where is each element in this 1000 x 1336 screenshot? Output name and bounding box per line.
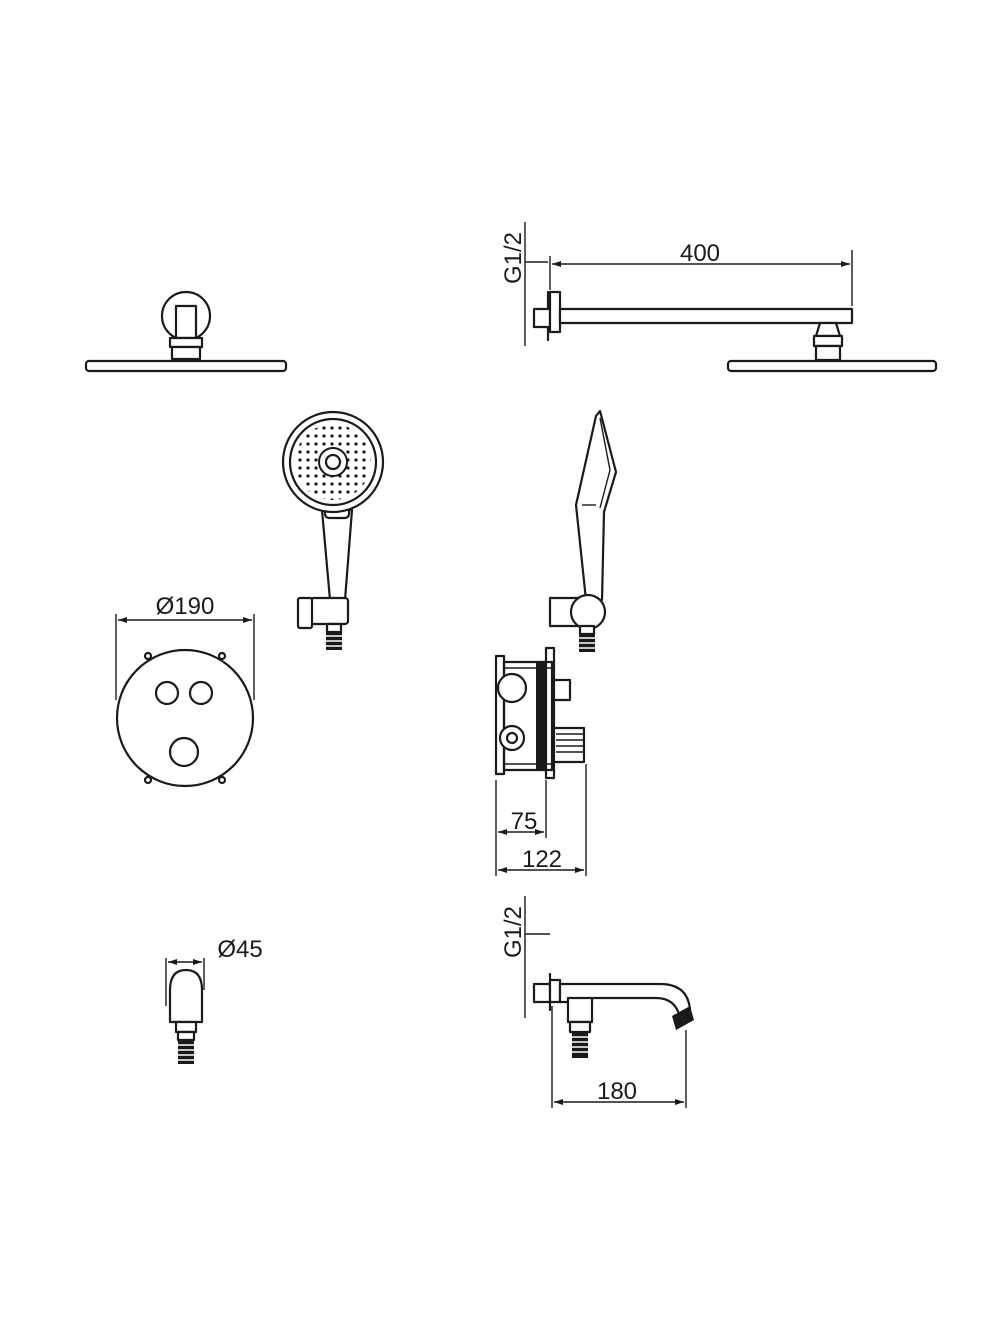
button-left (154, 680, 180, 706)
overhead-shower-front-view (84, 290, 288, 373)
box-total-depth-label: 122 (522, 846, 562, 873)
mixer-diameter-label: Ø190 (156, 593, 215, 620)
overhead-thread-label: G1/2 (500, 232, 527, 284)
box-depth-label: 75 (511, 808, 538, 835)
concealed-box-side-view (494, 646, 587, 876)
mixer-plate-front-view (115, 614, 255, 788)
overhead-shower-side-view (524, 222, 938, 373)
bath-spout-view (524, 896, 694, 1108)
spout-thread-label: G1/2 (500, 906, 527, 958)
outlet-hose-thread (178, 1040, 194, 1064)
button-right (188, 680, 214, 706)
arm-length-label: 400 (680, 240, 720, 267)
outlet-diameter-label: Ø45 (217, 936, 262, 963)
hand-shower-side-view (548, 409, 618, 652)
hose-thread (326, 632, 342, 650)
side-hose-thread (579, 634, 595, 652)
hand-shower-front-view (281, 410, 385, 650)
spout-hose-thread (572, 1032, 588, 1058)
wall-outlet-view (165, 958, 205, 1064)
spout-length-label: 180 (597, 1078, 637, 1105)
thermostat-knob (168, 736, 200, 768)
